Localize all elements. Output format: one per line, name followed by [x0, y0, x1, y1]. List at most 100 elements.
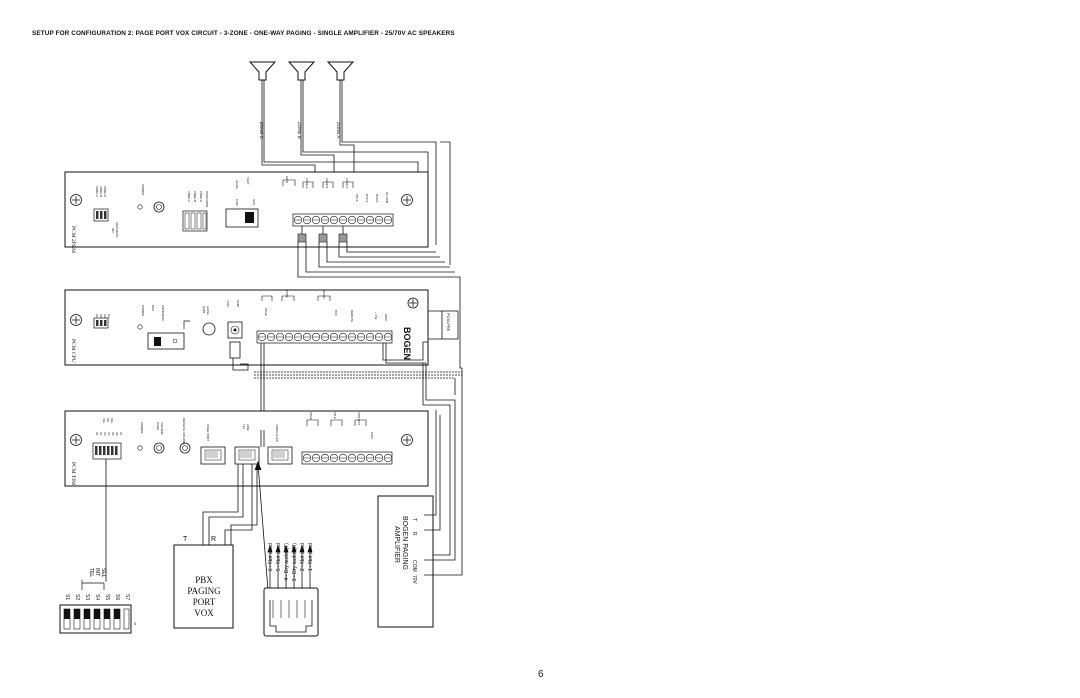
rj-jack-detail [263, 587, 319, 637]
dip-s7: S7 [124, 594, 130, 600]
rj-pinout-labels: 6 - Not used 5 - Not used 4 - Dry audio … [268, 543, 314, 582]
cpu-label-24v: +24V [226, 300, 230, 307]
cpu-label-bus: BUS [151, 305, 155, 311]
pinout-pointer [254, 460, 269, 591]
pzm-jumper-override: OVER RIDE [205, 191, 209, 208]
dip-s1: S1 [64, 594, 70, 600]
pzm-label-on: ON [111, 228, 115, 233]
tim-label-receive-volume: RECEIVE VOLUME [182, 418, 186, 445]
tim-label-page-port: PAGE PORT [206, 424, 210, 441]
cpu-terminal-strip[interactable] [256, 330, 393, 344]
pzm-term-ac-com: AC COM [385, 192, 389, 204]
pcm-pre-label: PCM-PRE [446, 313, 451, 332]
speaker-label-zone-c: ZONE C [259, 122, 264, 140]
cpu-label-remote: REMOTE [350, 310, 354, 322]
power-jack[interactable] [227, 321, 249, 371]
module-name-cpu: PCM CPU [70, 339, 76, 363]
tim-label-voice-evac: VOICE EVAC [275, 424, 279, 443]
pzm-module: PCM 2PZM ZONE A ZONE B ZONE C ON SEPARAT… [64, 171, 429, 253]
speaker-zone-c: ZONE C [248, 61, 277, 140]
pin-label-2: 2 - Not used [300, 543, 306, 571]
dip-switch-detail: TEL INT SEL S1 S2 S3 S4 S5 S6 S7 0 [59, 568, 137, 634]
pbx-box: T R PBX PAGING PORT VOX [173, 536, 234, 629]
module-name-pzm: PCM 2PZM [70, 226, 76, 253]
cpu-label-plus24v: + 24V [374, 312, 378, 320]
cpu-label-level: LEVEL [206, 306, 210, 316]
module-name-tim: PCM TIM [70, 462, 76, 485]
dip-switch-tim[interactable] [92, 442, 122, 460]
mounting-screw [407, 297, 419, 309]
zone-jumper-block[interactable] [182, 210, 208, 232]
pzm-terminal-strip[interactable] [292, 213, 394, 227]
gain-level-knob[interactable] [202, 322, 216, 336]
page-number: 6 [538, 669, 544, 680]
speaker-zone-b: ZONE B [287, 61, 316, 139]
tim-wiring [105, 363, 463, 576]
tel-line-jack[interactable] [234, 446, 260, 465]
amp-label-line1: BOGEN PAGING [401, 516, 408, 570]
cpu-power-led [137, 324, 143, 330]
page-title: SETUP FOR CONFIGURATION 2: PAGE PORT VOX… [32, 30, 455, 37]
mounting-screw [70, 434, 82, 446]
cpu-label-s2: S2 [99, 314, 103, 318]
bogen-logo: BOGEN [402, 327, 412, 360]
pbx-label-line3: PORT [193, 597, 216, 607]
pin-label-4: 4 - Dry audio (T) [284, 543, 290, 581]
pzm-jumper-zone-c: ZONE C [199, 191, 203, 203]
pin-label-1: 1 - Not used [308, 543, 314, 571]
tim-label-line: LINE [246, 424, 250, 431]
pzm-label-test: TEST [246, 177, 250, 185]
tim-label-s4: S4 [107, 432, 111, 436]
amp-label-line2: AMPLIFIER [393, 526, 400, 563]
pzm-jumper-zone-a: ZONE A [187, 191, 191, 202]
dip-fn-sel: SEL [100, 568, 106, 578]
pin-label-5: 5 - Not used [276, 543, 282, 571]
pzm-label-zone-b: ZONE B [99, 186, 103, 197]
pzm-jumper-zone-b: ZONE B [193, 191, 197, 202]
mounting-screw [70, 194, 82, 206]
dip-s4: S4 [94, 594, 100, 600]
tim-label-int-top: INT [106, 418, 110, 423]
dip-s5: S5 [104, 594, 110, 600]
voice-evac-jack[interactable] [267, 446, 293, 465]
pbx-label-line2: PAGING [187, 586, 221, 596]
pcm-pre-box: PCM-PRE [428, 310, 459, 340]
pbx-terminal-r: R [211, 536, 216, 543]
speaker-zone-a: ZONE A [326, 61, 355, 139]
cpu-label-com: COM [236, 300, 240, 308]
tim-terminal-strip[interactable] [301, 451, 393, 465]
program-bus-switch[interactable] [147, 320, 190, 350]
speaker-label-zone-a: ZONE A [336, 122, 341, 139]
cpu-label-gain: GAIN [202, 306, 206, 313]
cpu-label-music: MUSIC [322, 290, 326, 299]
pzm-term-zone-b: ZONE B [325, 178, 329, 189]
tim-label-s1: S1 [95, 432, 99, 436]
mounting-screw [70, 314, 82, 326]
pbx-terminal-t: T [183, 536, 188, 543]
cpu-label-power: POWER [141, 305, 145, 317]
dip-on-label: 0 [134, 621, 137, 626]
cpu-module: PCM CPU S1 S2 S3 S4 POWER BUS PROGRAM GA… [64, 289, 429, 371]
pbx-label-line4: VOX [194, 608, 214, 618]
page-port-jack[interactable] [200, 446, 226, 465]
tim-label-s5: S5 [111, 432, 115, 436]
cpu-label-bus2: BUS [334, 310, 338, 316]
cpu-label-s1: S1 [95, 314, 99, 318]
rj-pinout: 6 - Not used 5 - Not used 4 - Dry audio … [263, 543, 319, 637]
cpu-label-s4: S4 [107, 314, 111, 318]
mounting-screw [401, 434, 413, 446]
pzm-term-zone-a: ZONE A [305, 178, 309, 188]
pzm-label-zone-c: ZONE C [103, 186, 107, 198]
tim-label-tel-top: TEL [102, 418, 106, 424]
dip-s6: S6 [114, 594, 120, 600]
dip-s2: S2 [74, 594, 80, 600]
tim-module: PCM TIM S1 S2 S3 S4 S5 S6 S7 TEL INT SEL… [64, 410, 429, 487]
amp-terminal-com: COM [411, 560, 417, 572]
pzm-label-separate: SEPARATE [115, 222, 119, 238]
tim-label-com: COM [370, 432, 374, 439]
amp-terminal-r: R [411, 532, 417, 536]
amp-terminal-t: T [411, 518, 417, 521]
dip-switch-enlarged[interactable] [59, 604, 132, 634]
speaker-label-zone-b: ZONE B [297, 122, 302, 139]
